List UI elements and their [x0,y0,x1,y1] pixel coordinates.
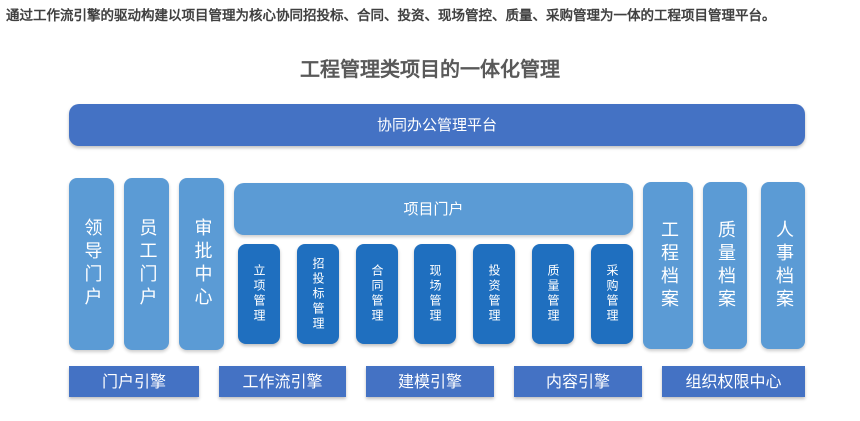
right-column-label: 人事档案 [773,219,794,312]
module-investment: 投资管理 [473,244,515,344]
left-column-staff-portal: 员工门户 [124,178,169,350]
diagram-title: 工程管理类项目的一体化管理 [300,57,560,81]
engine-modeling: 建模引擎 [366,366,494,397]
right-column-quality-archive: 质量档案 [703,182,747,349]
project-portal-bar: 项目门户 [234,183,633,235]
engine-org-permission: 组织权限中心 [662,366,805,397]
right-column-hr-archive: 人事档案 [761,182,805,349]
right-column-label: 工程档案 [658,219,679,312]
module-quality: 质量管理 [532,244,574,344]
module-procurement: 采购管理 [591,244,633,344]
module-initiation: 立项管理 [238,244,280,344]
platform-bar: 协同办公管理平台 [69,104,805,146]
module-label: 招投标管理 [311,256,325,332]
right-column-engineering-archive: 工程档案 [643,182,693,349]
module-label: 采购管理 [605,264,619,324]
module-site: 现场管理 [414,244,456,344]
left-column-leader-portal: 领导门户 [69,178,114,350]
module-label: 质量管理 [546,264,560,324]
engine-workflow: 工作流引擎 [219,366,346,397]
right-column-label: 质量档案 [715,219,736,312]
engine-portal: 门户引擎 [69,366,199,397]
caption-text: 通过工作流引擎的驱动构建以项目管理为核心协同招投标、合同、投资、现场管控、质量、… [6,8,776,24]
module-contract: 合同管理 [356,244,398,344]
module-label: 立项管理 [252,264,266,324]
module-bidding: 招投标管理 [297,244,339,344]
engine-content: 内容引擎 [514,366,642,397]
module-label: 投资管理 [487,264,501,324]
module-label: 合同管理 [370,264,384,324]
left-column-label: 领导门户 [81,218,103,310]
left-column-label: 员工门户 [136,218,158,310]
module-label: 现场管理 [428,264,442,324]
left-column-label: 审批中心 [191,218,213,310]
left-column-approval-center: 审批中心 [179,178,224,350]
